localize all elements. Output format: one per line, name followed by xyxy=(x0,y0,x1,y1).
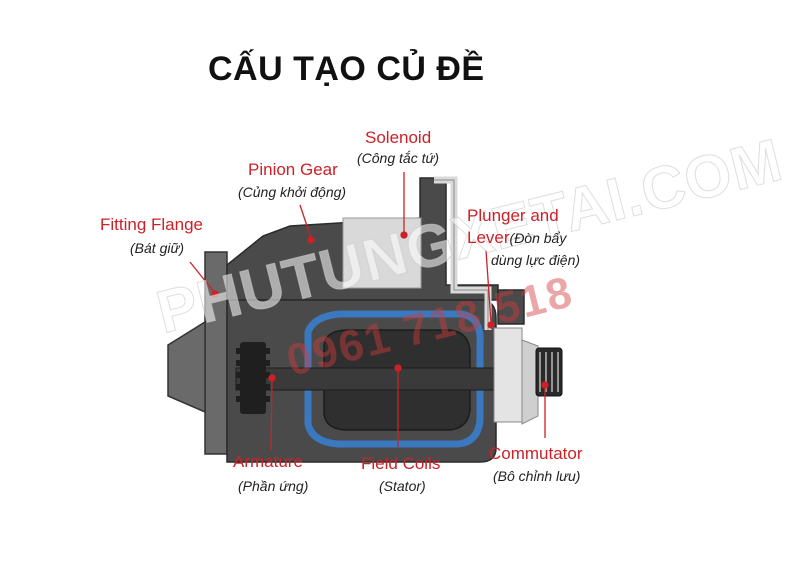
label-commutator-vi: (Bô chỉnh lưu) xyxy=(493,468,581,484)
field-coils-shape xyxy=(304,310,484,448)
label-lever: Lever xyxy=(467,228,510,247)
label-solenoid-vi: (Công tắc tứ) xyxy=(357,150,440,166)
label-commutator: Commutator xyxy=(489,444,583,463)
rear-housing-block xyxy=(497,289,525,325)
label-field-coils-vi: (Stator) xyxy=(379,478,426,494)
armature-shaft xyxy=(235,367,527,391)
fitting-flange-nose xyxy=(167,320,206,414)
rear-end-plate xyxy=(493,327,523,423)
label-pinion-gear: Pinion Gear xyxy=(248,160,338,179)
page-title: CẤU TẠO CỦ ĐỀ xyxy=(208,50,485,88)
label-pinion-gear-vi: (Củng khởi động) xyxy=(238,184,347,200)
solenoid-block xyxy=(342,217,422,289)
label-armature: Armature xyxy=(233,452,303,471)
label-plunger-vi-line3: dùng lực điện) xyxy=(491,252,581,268)
label-plunger-line1: Plunger and xyxy=(467,206,559,225)
rear-end-cap xyxy=(521,339,539,425)
label-plunger-lever: Plunger and Lever(Đòn bẩy dùng lực điện) xyxy=(467,205,580,271)
label-field-coils: Field Coils xyxy=(361,454,441,473)
label-plunger-vi-inline: (Đòn bẩy xyxy=(509,230,567,246)
label-plunger-line2: Lever(Đòn bẩy xyxy=(467,227,580,249)
label-fitting-flange: Fitting Flange xyxy=(100,215,203,234)
pinion-gear-teeth xyxy=(236,342,270,414)
label-armature-vi: (Phần ứng) xyxy=(238,478,309,494)
label-solenoid: Solenoid xyxy=(365,128,432,147)
plunger-lever-rod-outline xyxy=(434,179,489,330)
leader-lines xyxy=(189,172,549,451)
label-fitting-flange-vi: (Bát giữ) xyxy=(130,240,184,256)
